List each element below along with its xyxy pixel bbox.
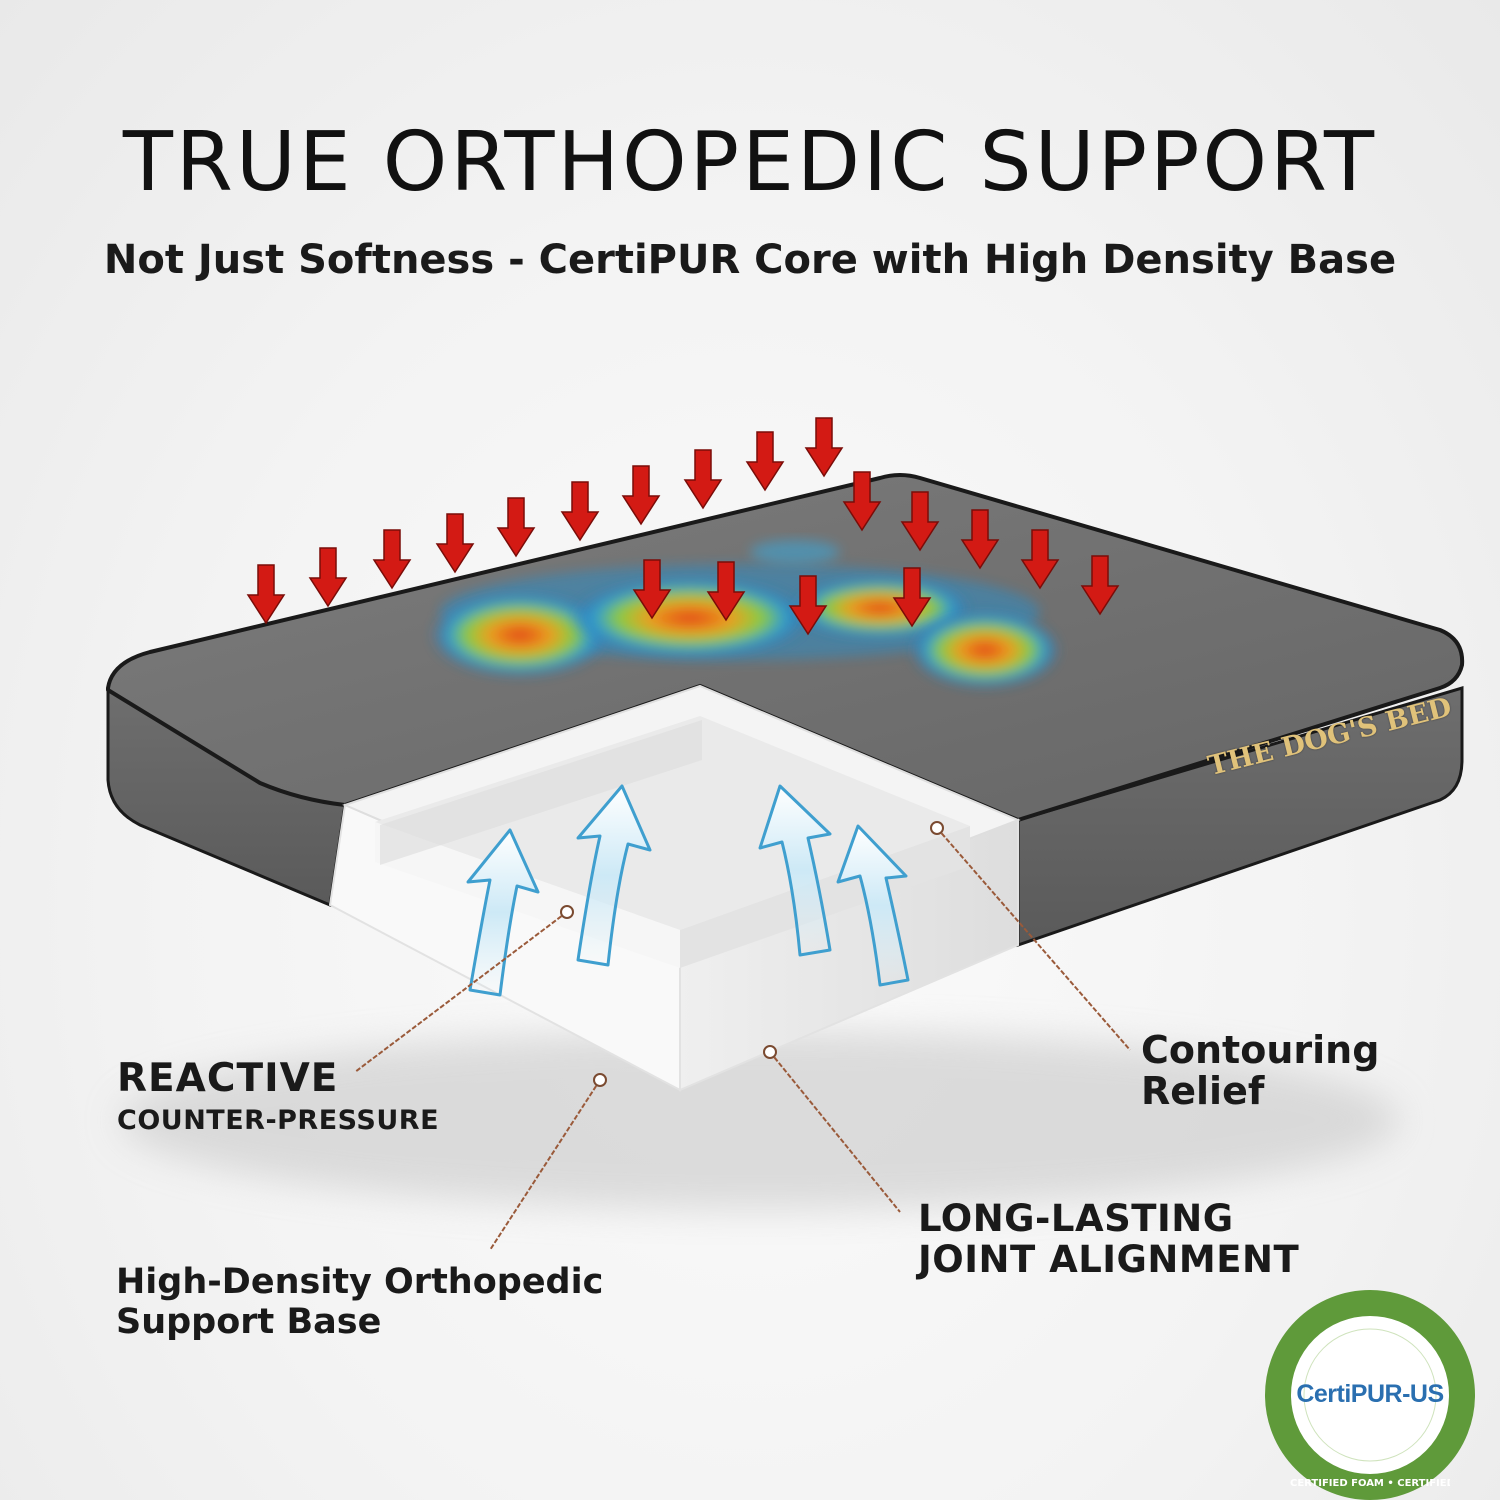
down-arrow-icon [788,575,828,636]
callout-reactive-subtitle: COUNTER-PRESSURE [117,1104,440,1136]
down-arrow-icon [745,431,785,492]
up-curved-arrow-icon [576,784,652,967]
down-arrow-icon [621,465,661,526]
down-arrow-icon [1020,529,1060,590]
callout-high-density: High-Density Orthopedic Support Base [116,1262,676,1343]
badge-center-text: CertiPUR-US [1296,1380,1444,1408]
badge-ring-text: CERTIFIED FOAM • CERTIFIED FOAM • CERTIF… [1290,1478,1450,1489]
callout-dot [763,1045,777,1059]
up-curved-arrow-icon [836,824,910,987]
pressure-heatmap [430,540,1060,688]
down-arrow-icon [683,449,723,510]
support-arrows [466,784,910,997]
certipur-badge [1265,1290,1475,1500]
down-arrow-icon [496,497,536,558]
down-arrow-icon [892,567,932,628]
down-arrow-icon [560,481,600,542]
down-arrow-icon [1080,555,1120,616]
down-arrow-icon [435,513,475,574]
callout-contouring-line2: Relief [1141,1069,1265,1114]
down-arrow-icon [372,529,412,590]
down-arrow-icon [632,559,672,620]
pressure-arrows [246,417,1120,636]
down-arrow-icon [246,564,286,625]
callout-reactive: REACTIVE COUNTER-PRESSURE [117,1056,439,1137]
callout-dot [560,905,574,919]
down-arrow-icon [960,509,1000,570]
down-arrow-icon [308,547,348,608]
down-arrow-icon [804,417,844,478]
up-curved-arrow-icon [758,784,832,957]
callout-contouring: Contouring Relief [1141,1028,1441,1114]
callout-dot [593,1073,607,1087]
down-arrow-icon [842,471,882,532]
page-subtitle: Not Just Softness - CertiPUR Core with H… [103,237,1397,283]
callout-dot [930,821,944,835]
down-arrow-icon [900,491,940,552]
down-arrow-icon [706,561,746,622]
callout-contouring-line1: Contouring [1141,1028,1380,1072]
page-title: TRUE ORTHOPEDIC SUPPORT [122,115,1378,210]
callout-long-lasting: LONG-LASTING JOINT ALIGNMENT [918,1198,1338,1281]
callout-high-density-line1: High-Density Orthopedic [116,1262,604,1302]
callout-high-density-line2: Support Base [116,1302,382,1343]
callout-long-lasting-line1: LONG-LASTING [918,1197,1234,1240]
callout-long-lasting-line2: JOINT ALIGNMENT [918,1238,1300,1282]
callout-reactive-title: REACTIVE [117,1056,339,1101]
